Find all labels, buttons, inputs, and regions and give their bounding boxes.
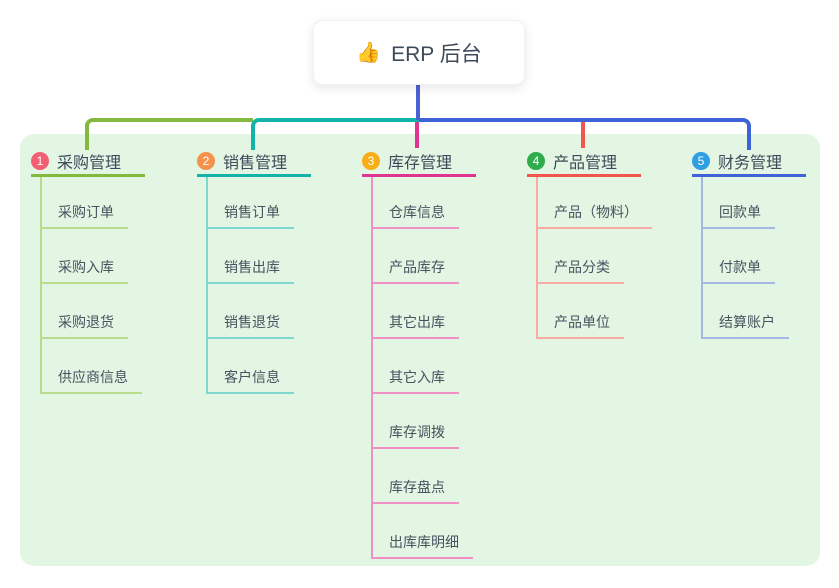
child-label: 产品分类 — [538, 257, 624, 284]
child-label: 出库库明细 — [373, 532, 473, 559]
child-label: 销售退货 — [208, 312, 294, 339]
branch-purchase: 1 采购管理 采购订单 采购入库 采购退货 供应商信息 — [31, 147, 181, 394]
child-node[interactable]: 出库库明细 — [373, 504, 514, 559]
branch-product: 4 产品管理 产品（物料） 产品分类 产品单位 — [527, 147, 677, 339]
child-node[interactable]: 采购退货 — [42, 284, 183, 339]
branch-children: 采购订单 采购入库 采购退货 供应商信息 — [40, 177, 183, 394]
branch-children: 回款单 付款单 结算账户 — [701, 177, 839, 339]
branch-number-badge: 5 — [692, 151, 710, 170]
child-node[interactable]: 付款单 — [703, 229, 839, 284]
root-label: ERP 后台 — [391, 42, 482, 66]
child-label: 仓库信息 — [373, 202, 459, 229]
connector-drop-product — [581, 120, 585, 148]
child-label: 回款单 — [703, 202, 775, 229]
branch-label: 产品管理 — [553, 154, 618, 172]
connector-root-line — [416, 84, 420, 120]
child-label: 采购订单 — [42, 202, 128, 229]
child-node[interactable]: 其它出库 — [373, 284, 514, 339]
child-node[interactable]: 供应商信息 — [42, 339, 183, 394]
child-label: 产品库存 — [373, 257, 459, 284]
branch-header-sales[interactable]: 2 销售管理 — [197, 147, 311, 177]
branch-number-badge: 2 — [197, 151, 215, 170]
branches-panel — [20, 134, 820, 566]
connector-drop-inventory — [415, 120, 419, 148]
child-node[interactable]: 产品（物料） — [538, 177, 679, 229]
child-node[interactable]: 库存调拨 — [373, 394, 514, 449]
branch-children: 销售订单 销售出库 销售退货 客户信息 — [206, 177, 349, 394]
branch-header-inventory[interactable]: 3 库存管理 — [362, 147, 476, 177]
thumbs-up-icon: 👍 — [356, 42, 382, 64]
child-label: 供应商信息 — [42, 367, 142, 394]
child-label: 销售出库 — [208, 257, 294, 284]
connector-bus-sales — [251, 118, 419, 150]
branch-header-product[interactable]: 4 产品管理 — [527, 147, 641, 177]
branch-children: 仓库信息 产品库存 其它出库 其它入库 库存调拨 库存盘点 出库库明细 — [371, 177, 514, 559]
child-label: 其它出库 — [373, 312, 459, 339]
child-label: 采购入库 — [42, 257, 128, 284]
child-label: 结算账户 — [703, 312, 789, 339]
child-node[interactable]: 采购入库 — [42, 229, 183, 284]
branch-sales: 2 销售管理 销售订单 销售出库 销售退货 客户信息 — [197, 147, 347, 394]
branch-children: 产品（物料） 产品分类 产品单位 — [536, 177, 679, 339]
child-label: 客户信息 — [208, 367, 294, 394]
child-node[interactable]: 结算账户 — [703, 284, 839, 339]
branch-header-purchase[interactable]: 1 采购管理 — [31, 147, 145, 177]
child-label: 产品单位 — [538, 312, 624, 339]
branch-label: 采购管理 — [57, 154, 122, 172]
child-node[interactable]: 产品分类 — [538, 229, 679, 284]
branch-label: 财务管理 — [718, 154, 783, 172]
branch-number-badge: 3 — [362, 151, 380, 170]
child-label: 付款单 — [703, 257, 775, 284]
child-label: 库存调拨 — [373, 422, 459, 449]
branch-inventory: 3 库存管理 仓库信息 产品库存 其它出库 其它入库 库存调拨 库存盘点 出库库… — [362, 147, 512, 559]
child-label: 采购退货 — [42, 312, 128, 339]
child-node[interactable]: 销售退货 — [208, 284, 349, 339]
child-node[interactable]: 回款单 — [703, 177, 839, 229]
child-node[interactable]: 其它入库 — [373, 339, 514, 394]
child-node[interactable]: 销售出库 — [208, 229, 349, 284]
child-node[interactable]: 产品单位 — [538, 284, 679, 339]
branch-number-badge: 4 — [527, 151, 545, 170]
branch-finance: 5 财务管理 回款单 付款单 结算账户 — [692, 147, 839, 339]
branch-label: 库存管理 — [388, 154, 453, 172]
child-node[interactable]: 产品库存 — [373, 229, 514, 284]
child-node[interactable]: 客户信息 — [208, 339, 349, 394]
child-label: 库存盘点 — [373, 477, 459, 504]
branch-number-badge: 1 — [31, 151, 49, 170]
connector-bus-finance — [419, 118, 751, 150]
child-label: 产品（物料） — [538, 202, 652, 229]
child-node[interactable]: 销售订单 — [208, 177, 349, 229]
child-node[interactable]: 库存盘点 — [373, 449, 514, 504]
branch-header-finance[interactable]: 5 财务管理 — [692, 147, 806, 177]
root-node[interactable]: 👍 ERP 后台 — [313, 20, 525, 85]
child-node[interactable]: 仓库信息 — [373, 177, 514, 229]
child-label: 其它入库 — [373, 367, 459, 394]
branch-label: 销售管理 — [223, 154, 288, 172]
child-label: 销售订单 — [208, 202, 294, 229]
child-node[interactable]: 采购订单 — [42, 177, 183, 229]
connector-bus-purchase — [85, 118, 253, 150]
